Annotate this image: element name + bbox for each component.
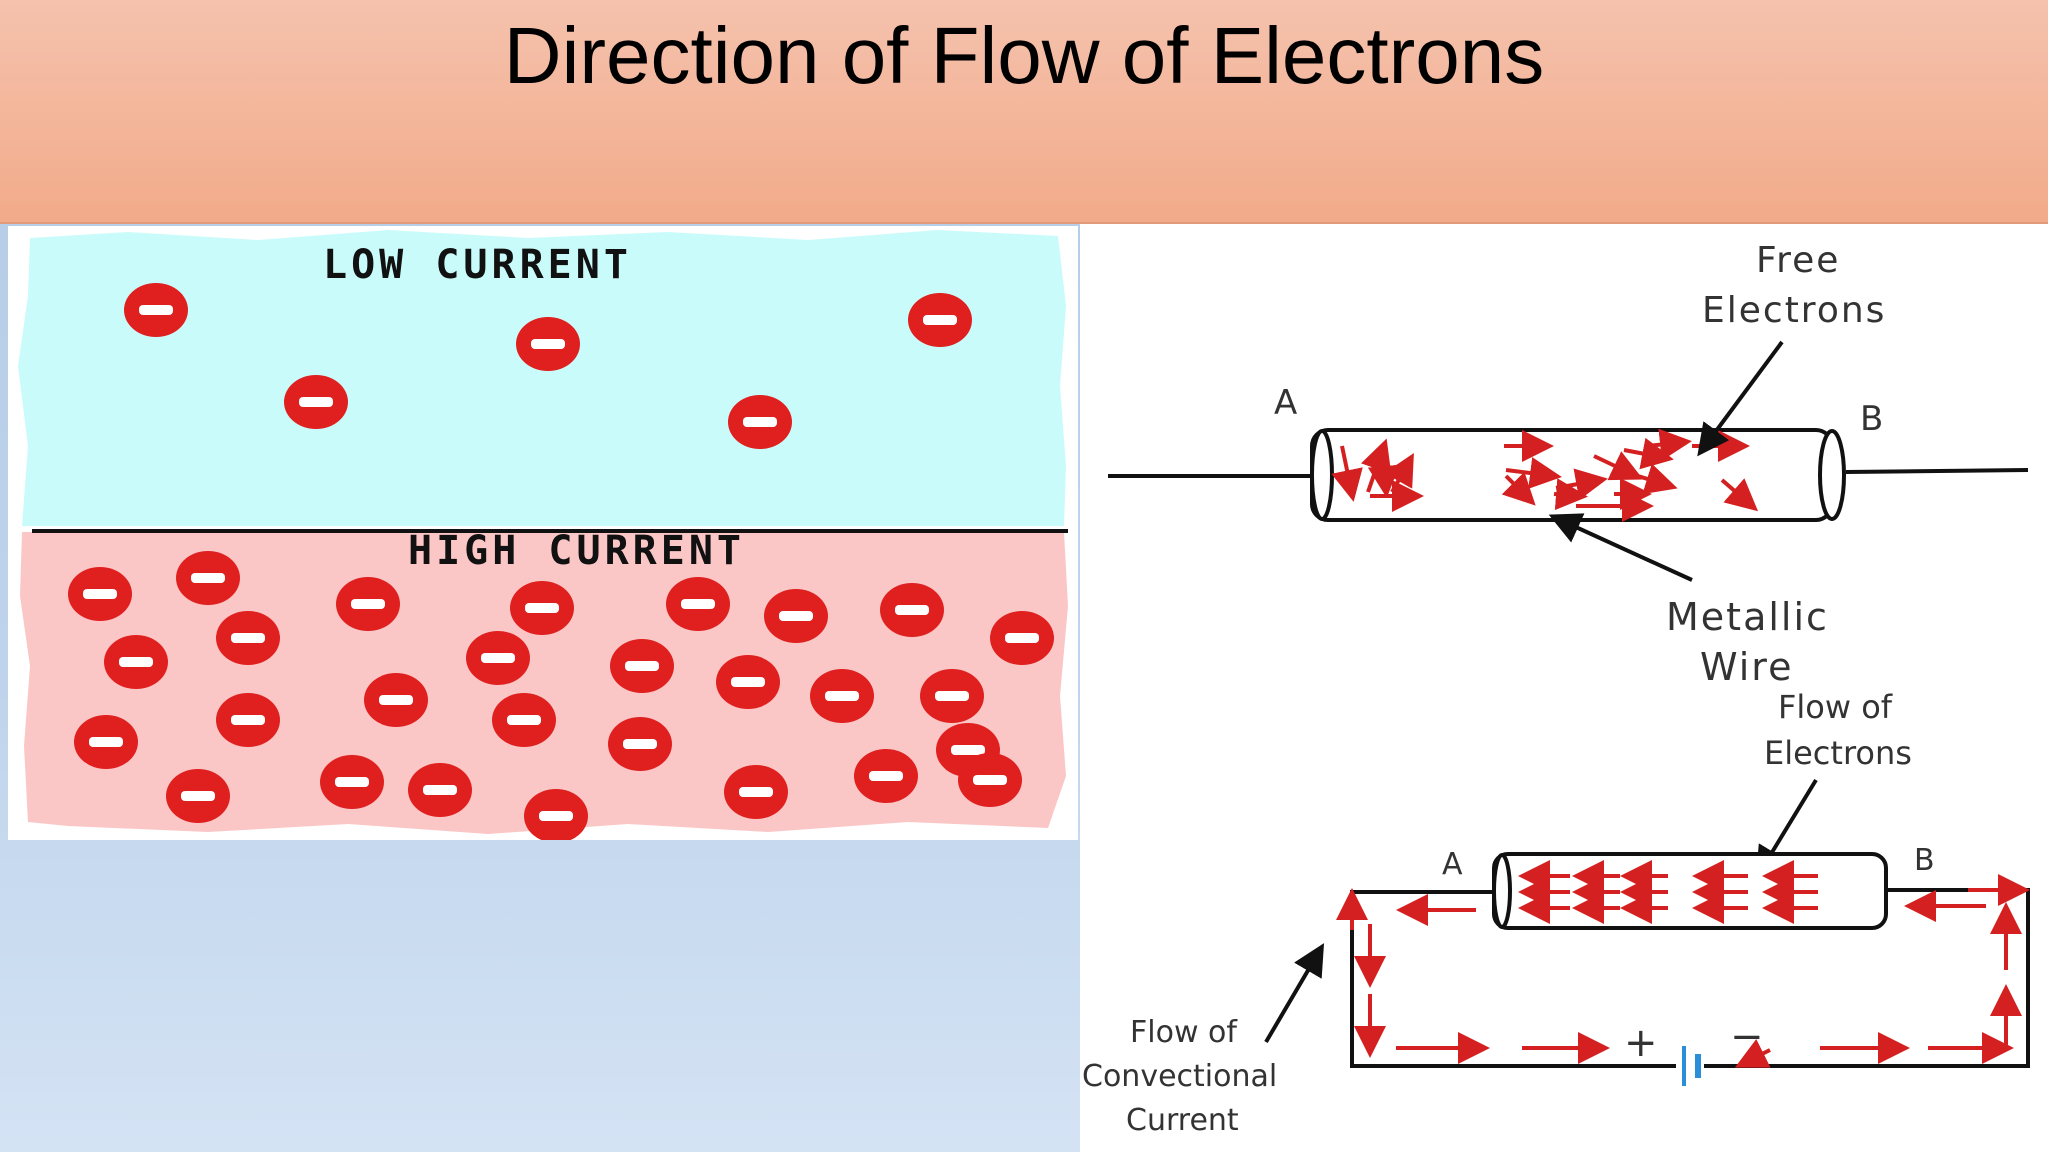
electron xyxy=(104,635,168,689)
metallic-wire-label-line2: Wire xyxy=(1700,645,1793,689)
electron xyxy=(408,763,472,817)
electron xyxy=(764,589,828,643)
wire-end-b-label: B xyxy=(1860,399,1883,439)
electron xyxy=(990,611,1054,665)
electron xyxy=(336,577,400,631)
metallic-wire-pointer xyxy=(1548,513,1693,582)
electron xyxy=(166,769,230,823)
conventional-label-line3: Current xyxy=(1126,1103,1239,1138)
low-current-label: LOW CURRENT xyxy=(323,242,632,288)
circuit-flow-electrons-line2: Electrons xyxy=(1764,734,1912,772)
title-bar: Direction of Flow of Electrons xyxy=(0,0,2048,224)
electron xyxy=(810,669,874,723)
electron xyxy=(516,317,580,371)
free-electrons-label-line2: Electrons xyxy=(1702,290,1886,331)
conventional-label-line1: Flow of xyxy=(1130,1015,1238,1050)
electron xyxy=(466,631,530,685)
electron xyxy=(854,749,918,803)
random-electron-arrow xyxy=(1647,428,1692,461)
wire-and-circuit-diagrams: A B Free Electrons Metallic Wire Flow of… xyxy=(1080,224,2048,1152)
electron xyxy=(216,693,280,747)
electron xyxy=(524,789,588,840)
electron xyxy=(610,639,674,693)
circuit-flow-electrons-line1: Flow of xyxy=(1778,688,1893,726)
circuit-electron-arrows xyxy=(1336,860,2030,1068)
electron xyxy=(364,673,428,727)
battery-minus-sign: − xyxy=(1730,1014,1764,1060)
electron xyxy=(880,583,944,637)
electron xyxy=(666,577,730,631)
electron xyxy=(68,567,132,621)
circuit-loop-wire xyxy=(1350,890,1676,1068)
random-electron-arrow xyxy=(1637,463,1678,495)
electron xyxy=(492,693,556,747)
random-electron-arrow xyxy=(1720,478,1759,512)
electron xyxy=(320,755,384,809)
electron xyxy=(724,765,788,819)
random-electron-arrows xyxy=(1331,428,1759,522)
wire-cylinder-end-left xyxy=(1310,429,1334,521)
circuit-diagram: Flow of Electrons A B + − Flow of Convec… xyxy=(1082,688,2030,1138)
free-electrons-pointer xyxy=(1697,340,1784,457)
electron xyxy=(284,375,348,429)
random-electron-arrow xyxy=(1593,451,1644,481)
circuit-cylinder-end-left xyxy=(1492,853,1512,929)
electron-group xyxy=(68,283,1054,840)
metallic-wire-diagram: A B Free Electrons Metallic Wire xyxy=(1108,240,2029,689)
random-electron-arrow xyxy=(1501,471,1536,506)
electron xyxy=(216,611,280,665)
battery-plus-sign: + xyxy=(1624,1020,1658,1066)
current-density-svg: LOW CURRENT HIGH CURRENT xyxy=(18,230,1068,840)
circuit-loop-wire-right xyxy=(1704,888,2030,1068)
circuit-electron-arrow xyxy=(1734,1038,1771,1068)
current-density-illustration: LOW CURRENT HIGH CURRENT xyxy=(8,226,1078,840)
circuit-end-b-label: B xyxy=(1914,843,1935,878)
metallic-wire-label-line1: Metallic xyxy=(1666,595,1829,639)
wire-end-a-label: A xyxy=(1274,383,1297,423)
wire-cylinder xyxy=(1310,428,1834,522)
electron xyxy=(176,551,240,605)
random-electron-arrow xyxy=(1553,478,1588,511)
low-current-region xyxy=(18,230,1066,526)
slide-title: Direction of Flow of Electrons xyxy=(503,11,1545,100)
electron xyxy=(608,717,672,771)
circuit-svg: A B Free Electrons Metallic Wire Flow of… xyxy=(1082,240,2030,1138)
electron xyxy=(908,293,972,347)
electron xyxy=(510,581,574,635)
electron xyxy=(716,655,780,709)
conventional-current-pointer xyxy=(1264,943,1325,1044)
high-current-label: HIGH CURRENT xyxy=(408,528,745,574)
electron xyxy=(958,753,1022,807)
electron xyxy=(728,395,792,449)
wire-cylinder-end-right xyxy=(1818,429,1846,521)
electron xyxy=(124,283,188,337)
electron xyxy=(74,715,138,769)
circuit-end-a-label: A xyxy=(1442,847,1463,882)
electron xyxy=(920,669,984,723)
conventional-label-line2: Convectional xyxy=(1082,1059,1277,1094)
random-electron-arrow xyxy=(1331,445,1363,502)
wire-lead-right xyxy=(1845,468,2029,474)
free-electrons-label-line1: Free xyxy=(1756,240,1840,281)
